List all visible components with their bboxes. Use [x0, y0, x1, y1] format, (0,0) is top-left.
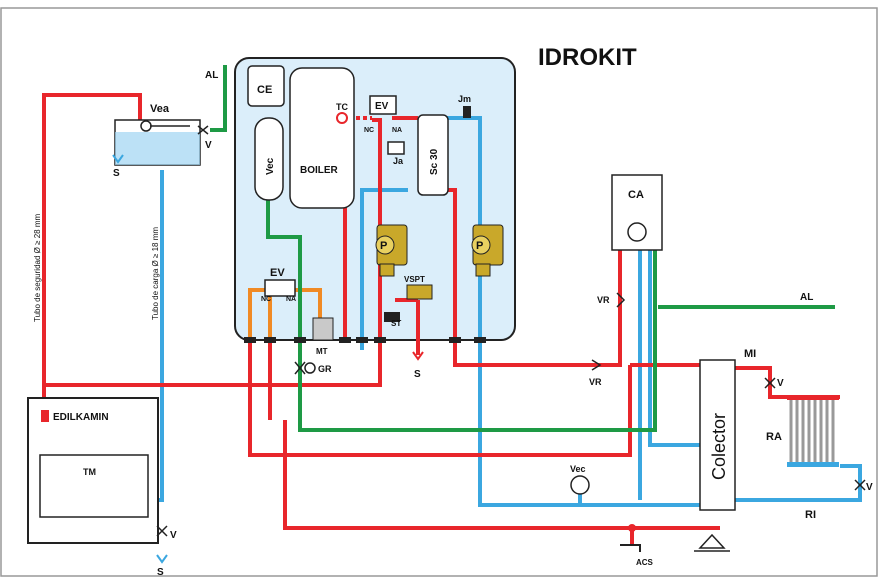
- jm-component: [463, 106, 471, 118]
- label-nc-top: NC: [364, 127, 374, 134]
- drain-arrow-bottom: [156, 554, 168, 564]
- label-ce: CE: [257, 84, 272, 96]
- vec-line: [266, 195, 302, 340]
- label-s-left: S: [113, 168, 120, 179]
- label-p-right: P: [476, 240, 483, 252]
- label-tubo-carga: Tubo de carga Ø ≥ 18 mm: [151, 227, 160, 320]
- sc30-exchanger: [417, 114, 449, 196]
- module-ports: [244, 337, 486, 343]
- ev-nc-pipe: [248, 288, 265, 340]
- green-loop: [298, 248, 657, 432]
- label-p-left: P: [380, 240, 387, 252]
- label-ev-bottom: EV: [270, 267, 285, 279]
- mi-to-ra: [735, 366, 840, 399]
- pump-left: [375, 224, 408, 277]
- ev-valve-top: [369, 95, 397, 115]
- return-to-tm: [170, 340, 302, 387]
- return-line-bottom: [478, 340, 700, 507]
- label-tubo-seguridad: Tubo de seguridad Ø ≥ 28 mm: [33, 214, 42, 322]
- label-ja: Ja: [393, 156, 404, 166]
- expansion-symbol: [694, 533, 730, 552]
- tm-door: [39, 454, 149, 518]
- label-v-top: V: [205, 140, 212, 151]
- ce-unit: [247, 65, 285, 107]
- ra-radiator: [787, 395, 839, 467]
- vec-tank: [254, 117, 284, 201]
- label-vspt: VSPT: [404, 275, 425, 284]
- acs-node: [628, 524, 636, 532]
- al-top-feed: [210, 65, 227, 132]
- mt-mixer: [312, 317, 334, 341]
- distribution-left: [248, 340, 632, 457]
- label-na-top: NA: [392, 127, 402, 134]
- ri-return: [735, 464, 862, 502]
- label-acs: ACS: [636, 558, 654, 567]
- label-v-right-top: V: [777, 378, 784, 389]
- label-al-top: AL: [205, 70, 218, 81]
- label-al-right: AL: [800, 292, 813, 303]
- gr-valve: [304, 362, 316, 374]
- vea-tank: [114, 119, 201, 166]
- ev-na-pipe: [295, 288, 322, 330]
- label-colector: Colector: [709, 413, 729, 480]
- acs-tap: [620, 544, 641, 552]
- label-jm: Jm: [458, 94, 471, 104]
- green-pipes: [210, 65, 835, 432]
- colector-manifold: [699, 359, 736, 511]
- acs-line: [283, 420, 720, 530]
- diagram-frame: [0, 7, 878, 577]
- label-vec-bottom: Vec: [570, 464, 586, 474]
- label-na-bottom: NA: [286, 296, 296, 303]
- label-tc: TC: [336, 102, 348, 112]
- drain-arrow-mid: [412, 351, 424, 361]
- label-ra: RA: [766, 431, 782, 443]
- diagram-title: IDROKIT: [538, 44, 637, 71]
- label-vr-up: VR: [597, 295, 610, 305]
- label-gr: GR: [318, 364, 332, 374]
- ca-cold-line: [648, 248, 700, 447]
- brand-logo-icon: [41, 410, 49, 422]
- label-vea: Vea: [150, 103, 170, 115]
- ev-valve-bottom: [264, 279, 296, 297]
- label-v-bottom: V: [170, 530, 177, 541]
- cold-riser-left: [360, 188, 408, 340]
- label-brand: EDILKAMIN: [53, 412, 109, 423]
- label-mi: MI: [744, 348, 756, 360]
- vr-check-valve-top: [616, 292, 626, 308]
- vspt-valve: [406, 284, 433, 300]
- ev-bypass-pipes: [248, 288, 322, 340]
- label-s-bottom: S: [157, 567, 164, 578]
- ca-pump-icon: [627, 222, 647, 242]
- safety-tube: [42, 93, 142, 400]
- drain-arrow-left: [112, 154, 124, 164]
- boiler-tank: [289, 67, 355, 209]
- tc-sensor: [336, 112, 348, 124]
- flow-line-tm: [44, 340, 382, 387]
- label-nc-bottom: NC: [261, 296, 271, 303]
- label-mt: MT: [316, 347, 328, 356]
- valves: [156, 125, 866, 537]
- gr-cross: [294, 361, 306, 375]
- st-sensor: [384, 312, 400, 322]
- pump-right: [471, 224, 504, 277]
- label-ri: RI: [805, 509, 816, 521]
- hot-to-ca: [448, 188, 622, 367]
- label-ca: CA: [628, 189, 644, 201]
- vec-bottom-vessel: [570, 475, 590, 495]
- label-st: ST: [391, 319, 401, 328]
- vr-check-valve-bottom: [591, 359, 602, 371]
- label-v-right-bottom: V: [866, 482, 873, 493]
- label-vec-tank: Vec: [265, 157, 276, 175]
- label-vr-low: VR: [589, 377, 602, 387]
- label-boiler: BOILER: [300, 165, 339, 176]
- label-ev-top: EV: [375, 101, 389, 112]
- label-sc30: Sc 30: [429, 148, 440, 175]
- ja-component: [387, 141, 405, 155]
- label-s-mid: S: [414, 369, 421, 380]
- label-tm: TM: [83, 467, 96, 477]
